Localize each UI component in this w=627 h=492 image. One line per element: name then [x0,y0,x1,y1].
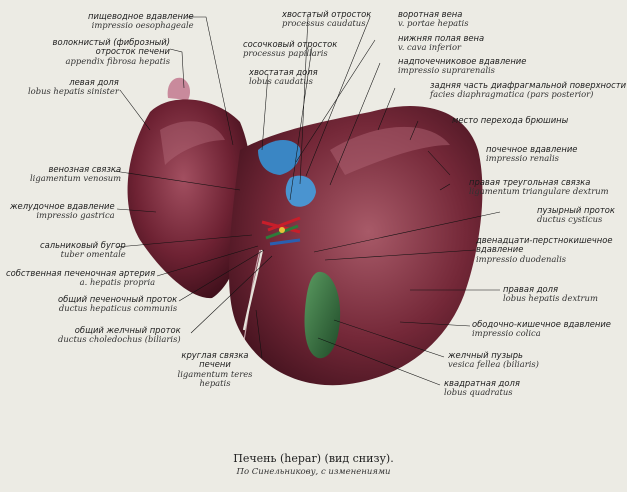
label-diaphragmatic-surface: задняя часть диафрагмальной поверхности … [430,80,627,100]
vena-cava-shape [258,139,301,175]
label-gallbladder: желчный пузырь vesica fellea (biliaris) [448,350,539,370]
label-peritoneum-transition: место перехода брюшины [452,115,569,125]
label-common-bile-duct: общий желчный проток ductus choledochus … [58,325,181,345]
label-right-lobe: правая доля lobus hepatis dextrum [503,284,598,304]
diaphragmatic-highlight [330,126,450,175]
label-renal-impression: почечное вдавление impressio renalis [486,144,578,164]
label-fibrous-appendix: волокнистый (фиброзный) отросток печени … [52,37,170,66]
label-left-lobe: левая доля lobus hepatis sinister [28,77,119,97]
label-inferior-vena-cava: нижняя полая вена v. cava inferior [398,33,485,53]
left-highlight [160,121,225,165]
label-right-triangular-ligament: правая треугольная связка ligamentum tri… [469,177,609,197]
label-proper-hepatic-artery: собственная печеночная артерия a. hepati… [6,268,156,288]
label-round-ligament: круглая связка печени ligamentum teres h… [177,350,253,389]
label-papillary-process: сосочковый отросток processus papillaris [243,39,338,59]
label-common-hepatic-duct: общий печеночный проток ductus hepaticus… [58,294,178,314]
figure-caption-title: Печень (hepar) (вид снизу). [233,452,394,465]
label-portal-vein: воротная вена v. portae hepatis [398,9,469,29]
right-lobe-shape [228,106,483,386]
portal-vein-shape [285,175,316,207]
gallbladder-shape [304,271,341,359]
round-ligament-line [242,249,264,331]
hilum-veins [269,238,301,246]
label-caudate-process: хвостатый отросток processus caudatus [282,9,372,29]
figure-caption-source: По Синельникову, с изменениями [236,467,391,477]
label-colic-impression: ободочно-кишечное вдавление impressio co… [472,319,611,339]
hilum-vessels [261,216,301,234]
label-gastric-impression: желудочное вдавление impressio gastrica [10,201,115,221]
hilum-yellow [279,227,285,233]
label-quadrate-lobe: квадратная доля lobus quadratus [444,378,520,398]
label-venous-ligament: венозная связка ligamentum venosum [30,164,122,184]
left-lobe-shape [127,99,252,299]
leader-lines [113,16,501,386]
label-caudate-lobe: хвостатая доля lobus caudatus [249,67,318,87]
label-suprarenal-impression: надпочечниковое вдавление impressio supr… [398,56,527,76]
label-duodenal-impression: двенадцати-перстнокишечное вдавление imp… [476,235,613,264]
label-esophageal-impression: пищеводное вдавление impressio oesophage… [88,11,194,31]
label-cystic-duct: пузырный проток ductus cysticus [537,205,615,225]
fibrous-appendix-shape [167,77,190,100]
label-omental-tuber: сальниковый бугор tuber omentale [40,240,126,260]
